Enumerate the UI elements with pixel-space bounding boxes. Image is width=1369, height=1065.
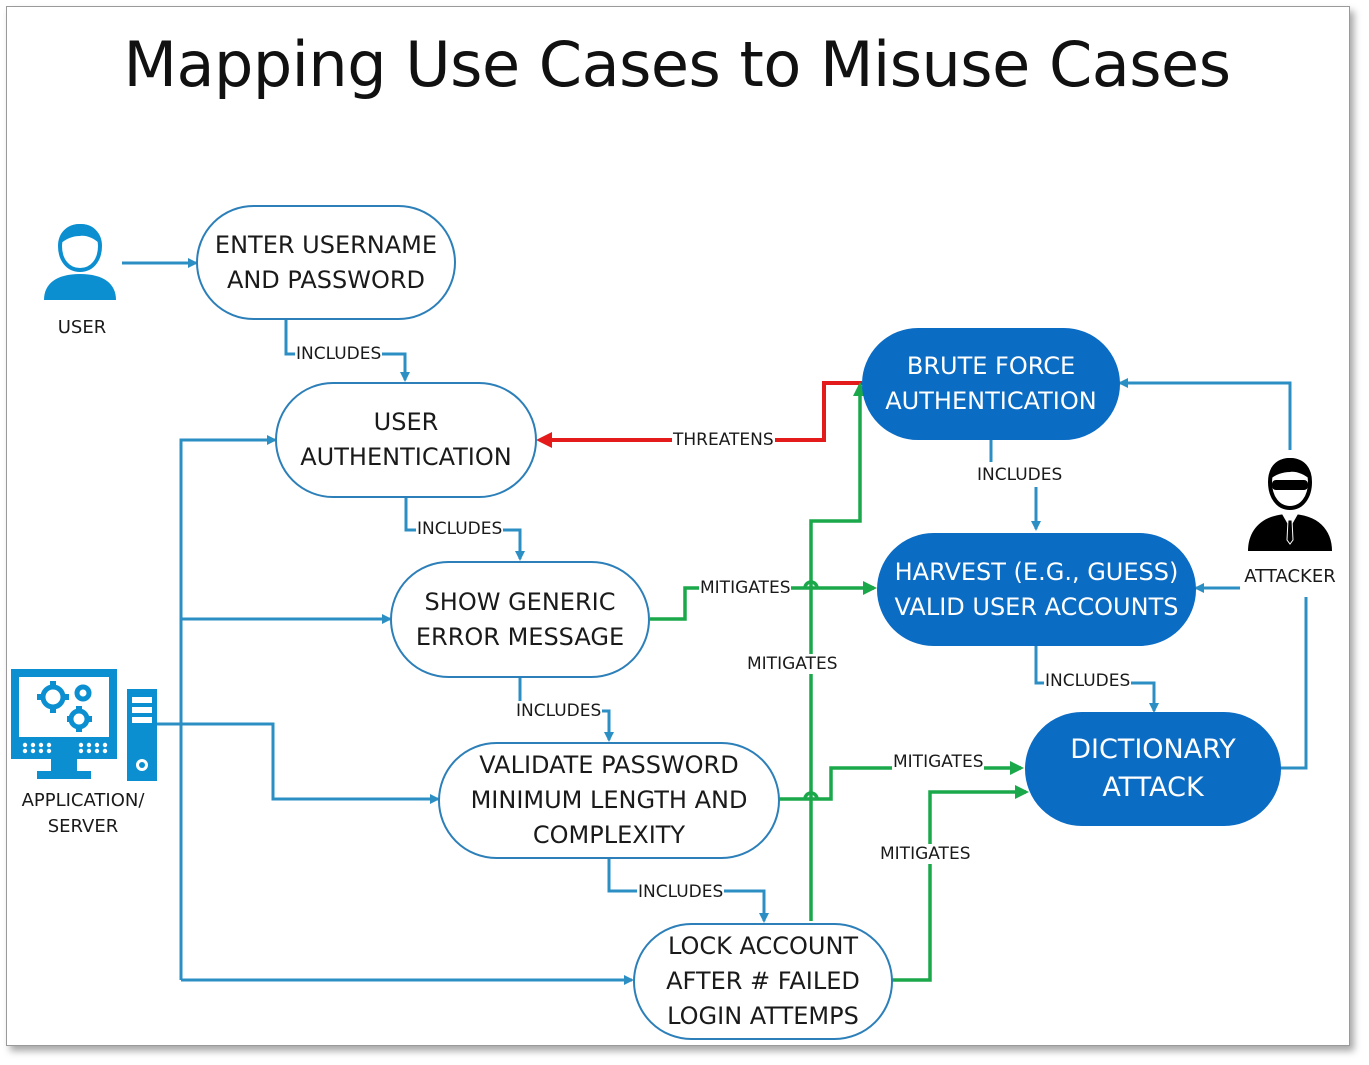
actor-user-label: USER xyxy=(57,317,107,338)
misuse-brute-force[interactable]: BRUTE FORCE AUTHENTICATION xyxy=(862,328,1120,440)
attacker-icon xyxy=(1248,457,1332,551)
label-threatens: THREATENS xyxy=(672,430,775,450)
usecase-user-authentication[interactable]: USER AUTHENTICATION xyxy=(275,382,537,498)
label-includes: INCLUDES xyxy=(976,465,1064,485)
mitigates-lock-brute xyxy=(809,382,867,921)
label-mitigates: MITIGATES xyxy=(879,844,972,864)
user-icon xyxy=(44,223,116,300)
label-includes: INCLUDES xyxy=(1044,671,1132,691)
server-icon xyxy=(11,669,157,781)
diagram-frame xyxy=(6,6,1350,1046)
actor-attacker-label: ATTACKER xyxy=(1244,566,1336,587)
label-includes: INCLUDES xyxy=(515,701,603,721)
misuse-harvest-accounts[interactable]: HARVEST (E.G., GUESS) VALID USER ACCOUNT… xyxy=(877,533,1196,646)
mitigates-lock-dict xyxy=(892,785,1029,982)
app-trunk xyxy=(179,435,277,980)
attacker-to-brute xyxy=(1118,378,1292,450)
label-includes: INCLUDES xyxy=(637,882,725,902)
app-to-validate xyxy=(155,722,440,804)
label-mitigates: MITIGATES xyxy=(746,654,839,674)
usecase-enter-credentials[interactable]: ENTER USERNAME AND PASSWORD xyxy=(196,205,456,320)
usecase-lock-account[interactable]: LOCK ACCOUNT AFTER # FAILED LOGIN ATTEMP… xyxy=(633,923,893,1040)
misuse-dictionary-attack[interactable]: DICTIONARY ATTACK xyxy=(1025,712,1281,826)
diagram-title: Mapping Use Cases to Misuse Cases xyxy=(123,28,1231,101)
usecase-validate-password[interactable]: VALIDATE PASSWORD MINIMUM LENGTH AND COM… xyxy=(438,742,780,859)
label-includes: INCLUDES xyxy=(295,344,383,364)
label-mitigates: MITIGATES xyxy=(699,578,792,598)
label-mitigates: MITIGATES xyxy=(892,752,985,772)
actor-application-label: APPLICATION/ SERVER xyxy=(21,790,145,837)
includes-brute-harvest xyxy=(989,440,1036,529)
usecase-show-generic-error[interactable]: SHOW GENERIC ERROR MESSAGE xyxy=(390,561,650,678)
label-includes: INCLUDES xyxy=(416,519,504,539)
